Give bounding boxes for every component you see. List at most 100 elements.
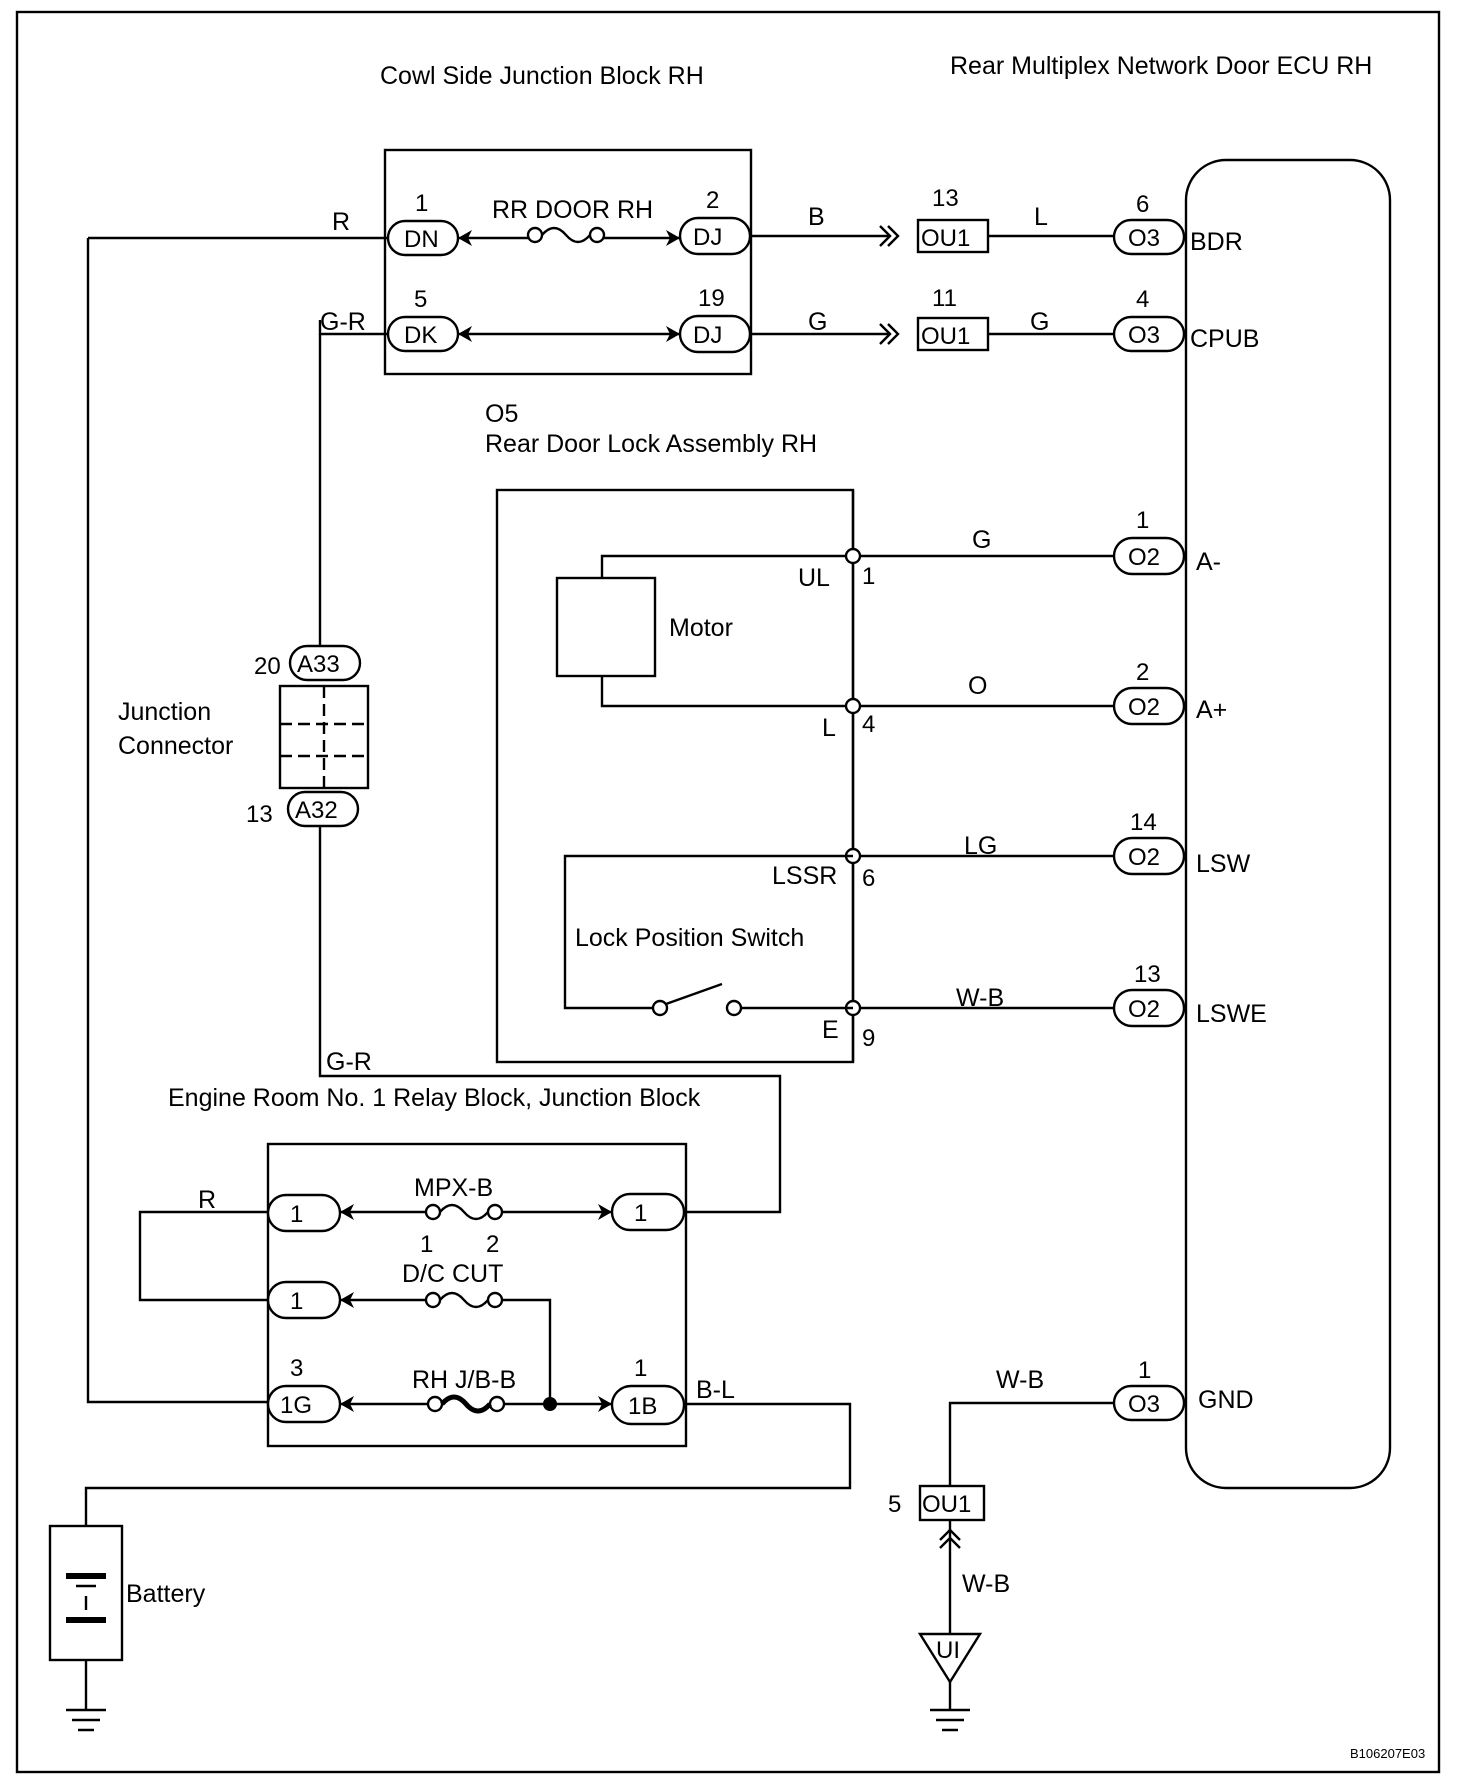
connector-er-1-left-top-label: 1 — [290, 1201, 303, 1228]
connector-o3-6-pin: 6 — [1136, 191, 1149, 218]
fuse-mpx-b-icon — [424, 1203, 504, 1221]
connector-o3-6 — [1112, 218, 1186, 256]
junction-connector-label-1: Junction — [118, 698, 211, 726]
wire-gr-top-label: G-R — [320, 308, 366, 336]
connector-er-1-left-mid-label: 1 — [290, 1288, 303, 1315]
connector-dn-pin: 1 — [415, 190, 428, 217]
engine-room-title: Engine Room No. 1 Relay Block, Junction … — [168, 1084, 701, 1112]
connector-o3-1-pin: 1 — [1138, 1357, 1151, 1384]
junction-connector-box — [278, 684, 370, 790]
wire-gr-vertical-bottom — [318, 826, 782, 1214]
connector-er-1-left-mid — [266, 1280, 342, 1320]
connector-ou1-13-pin: 13 — [932, 185, 959, 212]
connector-a32-pin: 13 — [246, 801, 273, 828]
fuse-rh-jbb-fusible-link — [440, 1394, 492, 1414]
terminal-ul — [844, 547, 862, 565]
lock-switch-blade — [665, 982, 723, 1006]
terminal-ul-label: UL — [798, 564, 830, 592]
connector-o3-1-label: O3 — [1128, 1391, 1160, 1418]
connector-o2-13 — [1112, 988, 1186, 1028]
ecu-title: Rear Multiplex Network Door ECU RH — [950, 52, 1372, 80]
connector-o2-14 — [1112, 836, 1186, 876]
ecu-terminal-bdr: BDR — [1190, 228, 1243, 256]
connector-o2-1-label: O2 — [1128, 544, 1160, 571]
wire-left-trunk — [86, 238, 268, 1404]
connector-dn-label: DN — [404, 226, 439, 253]
connector-o2-13-pin: 13 — [1134, 961, 1161, 988]
connector-er-1-left-top — [266, 1193, 342, 1233]
ecu-body — [1184, 158, 1392, 1490]
terminal-lssr-label: LSSR — [772, 862, 837, 890]
motor-wires — [600, 554, 853, 708]
lock-switch-loop — [563, 854, 853, 1010]
connector-1g-label: 1G — [280, 1392, 312, 1419]
connector-o2-2-pin: 2 — [1136, 659, 1149, 686]
wire-r-er-label: R — [198, 1186, 216, 1214]
wire-bl — [84, 1402, 852, 1526]
connector-dj-19-pin: 19 — [698, 285, 725, 312]
lock-switch-label: Lock Position Switch — [575, 924, 804, 952]
connector-ou1-11-chevron — [879, 323, 900, 345]
motor-label: Motor — [669, 614, 733, 642]
connector-dk-label: DK — [404, 322, 437, 349]
dc-cut-pin-2: 2 — [486, 1231, 499, 1258]
figure-id: B106207E03 — [1350, 1746, 1425, 1761]
lock-title: Rear Door Lock Assembly RH — [485, 430, 817, 458]
ground-icon-battery — [66, 1708, 106, 1732]
cowl-jb-title: Cowl Side Junction Block RH — [380, 62, 704, 90]
ecu-terminal-cpub: CPUB — [1190, 325, 1259, 353]
ground-point-ui-icon — [917, 1632, 983, 1685]
fuse-rr-door-label: RR DOOR RH — [492, 196, 653, 224]
connector-dj-2-pin: 2 — [706, 187, 719, 214]
wire-g-2-label: G — [1030, 308, 1049, 336]
wire-r-top-label: R — [332, 208, 350, 236]
battery-cells-icon — [66, 1574, 106, 1622]
wire-lg-lsw-label: LG — [964, 832, 997, 860]
connector-ou1-13-chevron — [879, 225, 900, 247]
wire-o-a-plus-label: O — [968, 672, 987, 700]
lock-switch-contact-a — [651, 999, 669, 1017]
wire-gr-bottom-label: G-R — [326, 1048, 372, 1076]
wire-g-1-label: G — [808, 308, 827, 336]
connector-ou1-5 — [918, 1484, 986, 1522]
wire-bl-label: B-L — [696, 1376, 735, 1404]
terminal-e-pin: 9 — [862, 1025, 875, 1052]
outer-frame — [15, 10, 1441, 1774]
ecu-terminal-gnd: GND — [1198, 1386, 1254, 1414]
connector-dj-2-label: DJ — [693, 224, 722, 251]
junction-connector-label-2: Connector — [118, 732, 233, 760]
battery-cell-plate-2 — [66, 1617, 106, 1623]
wire-wb-gnd — [948, 1401, 1114, 1486]
connector-dk-pin: 5 — [414, 286, 427, 313]
fuse-mpx-b-label: MPX-B — [414, 1174, 493, 1202]
terminal-l — [844, 697, 862, 715]
connector-o2-13-label: O2 — [1128, 996, 1160, 1023]
connector-a33-label: A33 — [297, 651, 340, 678]
connector-ou1-5-pin: 5 — [888, 1491, 901, 1518]
connector-o2-1-pin: 1 — [1136, 507, 1149, 534]
terminal-l-label: L — [822, 714, 836, 742]
wire-wb-lswe-label: W-B — [956, 984, 1004, 1012]
connector-o3-4-label: O3 — [1128, 322, 1160, 349]
connector-ou1-11-pin: 11 — [932, 285, 957, 312]
wire-r-er — [138, 1210, 268, 1302]
connector-o2-14-label: O2 — [1128, 844, 1160, 871]
connector-ou1-11-label: OU1 — [921, 323, 970, 350]
connector-o3-6-label: O3 — [1128, 225, 1160, 252]
connector-1g-pin: 3 — [290, 1355, 303, 1382]
connector-o3-4 — [1112, 315, 1186, 353]
battery-icon — [48, 1524, 124, 1662]
connector-er-1-right — [610, 1192, 686, 1232]
connector-o2-14-pin: 14 — [1130, 809, 1157, 836]
ecu-terminal-lswe: LSWE — [1196, 1000, 1267, 1028]
battery-label: Battery — [126, 1580, 206, 1608]
fuse-rh-jbb-label: RH J/B-B — [412, 1366, 516, 1394]
ecu-terminal-a-plus: A+ — [1196, 696, 1227, 724]
connector-a32-label: A32 — [295, 797, 338, 824]
wire-wb-gnd-label: W-B — [996, 1366, 1044, 1394]
fuse-dc-cut-icon — [424, 1291, 504, 1309]
ground-point-ui-label: UI — [936, 1637, 960, 1664]
ecu-terminal-lsw: LSW — [1196, 850, 1251, 878]
terminal-lssr-pin: 6 — [862, 865, 875, 892]
